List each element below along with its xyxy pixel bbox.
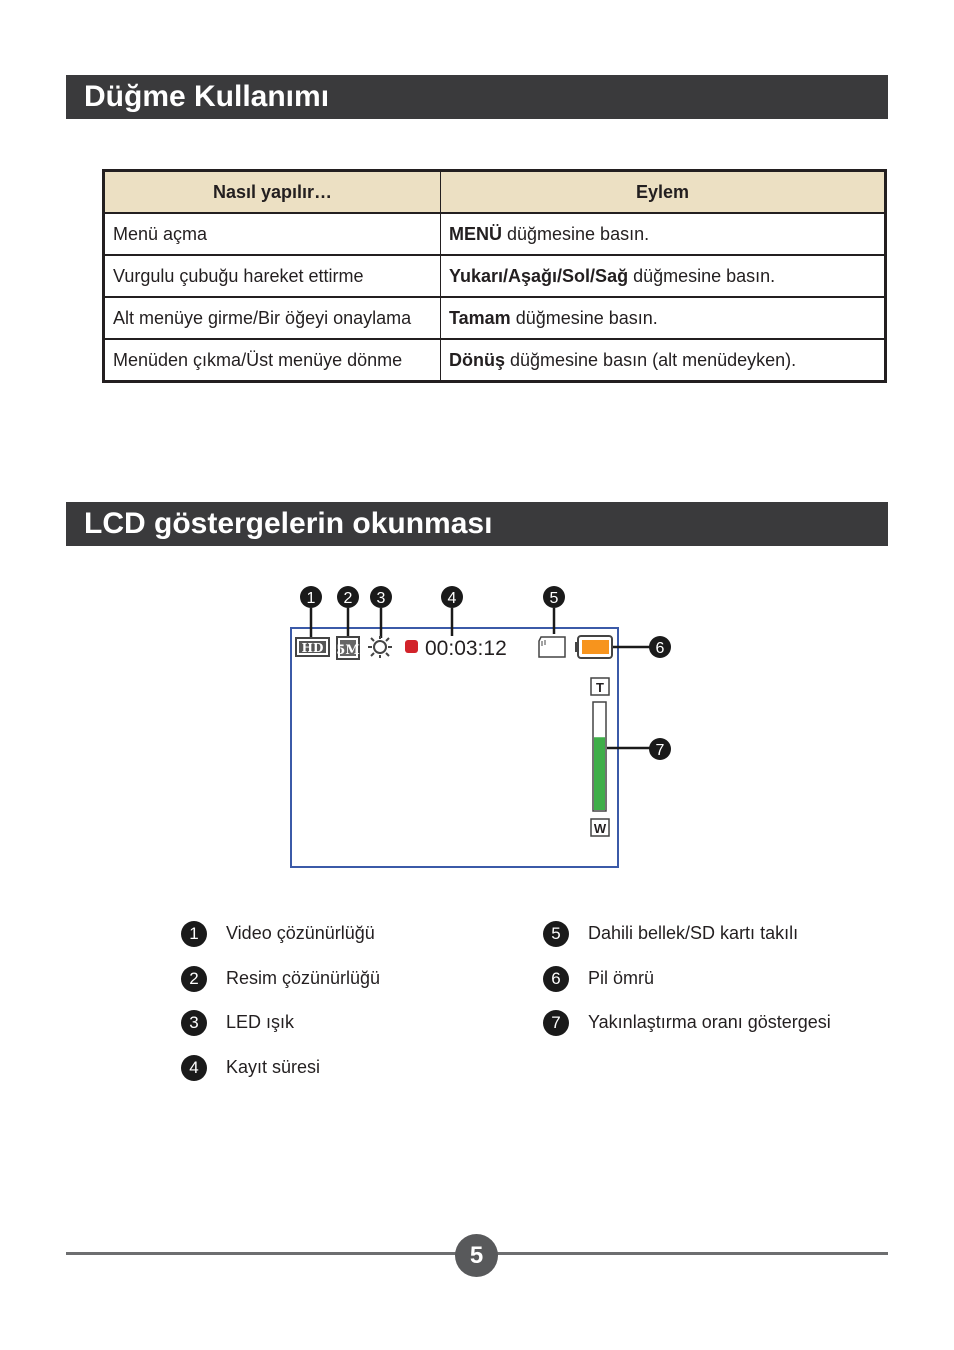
table-row: Vurgulu çubuğu hareket ettirme Yukarı/Aş…: [103, 254, 886, 298]
table-cell-action: Yukarı/Aşağı/Sol/Sağ düğmesine basın.: [440, 254, 886, 298]
photo-resolution-icon: 5M: [336, 636, 360, 660]
legend-text: Yakınlaştırma oranı göstergesi: [588, 1012, 831, 1032]
legend-right: 5 Dahili bellek/SD kartı takılı 6 Pil öm…: [543, 921, 883, 1051]
action-text: düğmesine basın.: [502, 223, 650, 244]
legend-left: 1 Video çözünürlüğü 2 Resim çözünürlüğü …: [181, 921, 511, 1091]
callout-4-label: 4: [448, 590, 457, 607]
zoom-tele-label: T: [596, 680, 604, 695]
battery-icon: [575, 635, 613, 659]
footer-rule-left: [66, 1252, 456, 1255]
callout-leader-lines: [309, 608, 650, 750]
legend-text: Video çözünürlüğü: [226, 923, 375, 943]
legend-number: 4: [181, 1055, 207, 1081]
callout-1-label: 1: [307, 590, 316, 607]
callout-5-label: 5: [550, 590, 559, 607]
callout-7-label: 7: [656, 742, 665, 759]
legend-text: Resim çözünürlüğü: [226, 968, 381, 988]
record-indicator-icon: [405, 640, 418, 653]
lcd-frame: [290, 627, 619, 868]
legend-number: 2: [181, 966, 207, 992]
action-key: Tamam: [449, 307, 511, 328]
action-key: Dönüş: [449, 349, 505, 370]
legend-number: 6: [543, 966, 569, 992]
footer-rule-right: [497, 1252, 888, 1255]
sd-card-icon: [538, 636, 566, 658]
legend-number: 1: [181, 921, 207, 947]
table-cell-action: MENÜ düğmesine basın.: [440, 212, 886, 256]
legend-text: LED ışık: [226, 1012, 295, 1032]
callout-5: 5: [543, 586, 565, 608]
callout-2: 2: [337, 586, 359, 608]
legend-number: 3: [181, 1010, 207, 1036]
callout-4: 4: [441, 586, 463, 608]
table-row: Alt menüye girme/Bir öğeyi onaylama Tama…: [103, 296, 886, 340]
callout-6: 6: [649, 636, 671, 658]
legend-text: Pil ömrü: [588, 968, 655, 988]
callout-7: 7: [649, 738, 671, 760]
zoom-indicator: T W: [590, 677, 610, 837]
photo-res-label: 5M: [336, 643, 359, 658]
hd-video-icon: HD: [295, 637, 330, 657]
page-number: 5: [455, 1234, 498, 1277]
table-cell-action: Dönüş düğmesine basın (alt menüdeyken).: [440, 338, 886, 383]
record-time: 00:03:12: [425, 637, 507, 660]
zoom-level-fill: [594, 737, 605, 810]
legend-number: 5: [543, 921, 569, 947]
action-text: düğmesine basın.: [510, 307, 658, 328]
column-header-how: Nasıl yapılır…: [103, 170, 441, 214]
section-title-lcd-indicators: LCD göstergelerin okunması: [66, 502, 888, 546]
action-text: düğmesine basın.: [628, 265, 776, 286]
callout-3: 3: [370, 586, 392, 608]
table-header-row: Nasıl yapılır… Eylem: [103, 170, 886, 214]
table-cell-action: Tamam düğmesine basın.: [440, 296, 886, 340]
action-key: MENÜ: [449, 223, 502, 244]
hd-label: HD: [302, 641, 324, 655]
lcd-screen-diagram: 1 2 3 4 5 6 7 HD 5M: [290, 586, 671, 868]
table-cell-how: Vurgulu çubuğu hareket ettirme: [103, 254, 441, 298]
table-cell-how: Menüden çıkma/Üst menüye dönme: [103, 338, 441, 383]
zoom-wide-label: W: [594, 821, 607, 836]
column-header-action: Eylem: [440, 170, 886, 214]
table-row: Menü açma MENÜ düğmesine basın.: [103, 212, 886, 256]
led-light-icon: [368, 636, 392, 658]
callout-1: 1: [300, 586, 322, 608]
table-row: Menüden çıkma/Üst menüye dönme Dönüş düğ…: [103, 338, 886, 383]
legend-text: Kayıt süresi: [226, 1057, 321, 1077]
action-text: düğmesine basın (alt menüdeyken).: [505, 349, 797, 370]
legend-text: Dahili bellek/SD kartı takılı: [588, 923, 799, 943]
legend-number: 7: [543, 1010, 569, 1036]
battery-level-fill: [582, 640, 609, 654]
table-cell-how: Alt menüye girme/Bir öğeyi onaylama: [103, 296, 441, 340]
callout-3-label: 3: [377, 590, 386, 607]
callout-2-label: 2: [344, 590, 353, 607]
button-usage-table: Nasıl yapılır… Eylem Menü açma MENÜ düğm…: [102, 169, 887, 383]
action-key: Yukarı/Aşağı/Sol/Sağ: [449, 265, 629, 286]
section-title-button-usage: Düğme Kullanımı: [66, 75, 888, 119]
table-cell-how: Menü açma: [103, 212, 441, 256]
callout-6-label: 6: [656, 640, 665, 657]
